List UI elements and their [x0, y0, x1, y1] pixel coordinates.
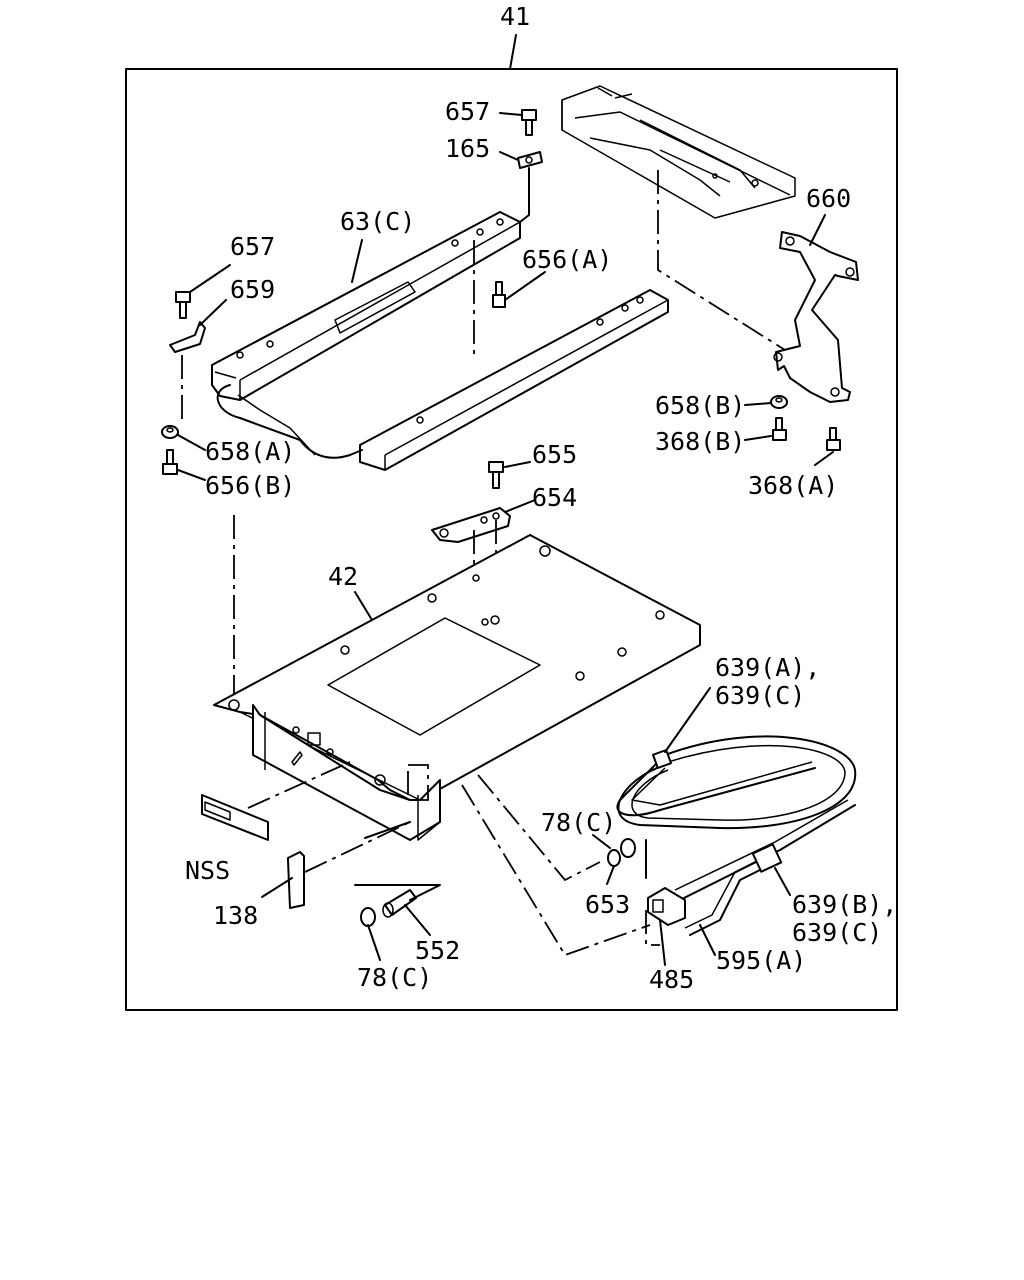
label-639ac-line2: 639(C)	[715, 681, 805, 710]
label-654: 654	[532, 483, 577, 512]
clip-639ac	[652, 749, 672, 769]
frame-leader	[657, 170, 786, 351]
bracket-660	[773, 231, 859, 403]
leader-nss	[247, 761, 351, 809]
connecting-rod	[216, 384, 363, 459]
nut-658a	[161, 425, 179, 439]
label-658a: 658(A)	[205, 437, 295, 466]
diagram-frame	[125, 68, 898, 1011]
bolt-656b	[162, 449, 178, 475]
label-595a: 595(A)	[716, 946, 806, 975]
hose-595a	[616, 735, 857, 936]
assembly-leader	[509, 34, 517, 70]
clip-639bc	[751, 843, 783, 873]
leader-138-b	[364, 821, 411, 839]
label-658b: 658(B)	[655, 391, 745, 420]
clip-659	[169, 321, 206, 353]
plate-165	[517, 151, 543, 169]
bolt-368b	[772, 417, 787, 441]
label-138: 138	[213, 901, 258, 930]
label-653: 653	[585, 890, 630, 919]
label-165: 165	[445, 134, 490, 163]
label-552: 552	[415, 936, 460, 965]
leader-552	[354, 884, 441, 901]
label-42: 42	[328, 562, 358, 591]
label-368a: 368(A)	[748, 471, 838, 500]
oring-653	[607, 849, 621, 867]
label-78c-right: 78(C)	[541, 808, 616, 837]
oring-78c-left	[360, 907, 376, 927]
label-78c-left: 78(C)	[357, 963, 432, 992]
nut-658b	[770, 395, 788, 409]
connecting-rod-inner	[237, 394, 316, 456]
leader-pipe-a	[477, 774, 601, 882]
bolt-657-top	[521, 109, 537, 136]
label-657-left: 657	[230, 232, 275, 261]
bolt-368a	[826, 427, 841, 451]
nss-label-plate	[201, 794, 269, 841]
leader-pipe-b	[461, 784, 651, 957]
leader-138	[304, 821, 411, 873]
label-485: 485	[649, 965, 694, 994]
bolt-655	[488, 461, 504, 489]
bolt-656a	[492, 281, 506, 308]
label-41: 41	[500, 2, 530, 31]
label-leaders	[177, 112, 834, 966]
label-659: 659	[230, 275, 275, 304]
label-655: 655	[532, 440, 577, 469]
plate-654	[431, 507, 511, 543]
label-657-top: 657	[445, 97, 490, 126]
label-nss: NSS	[185, 856, 230, 885]
leader-485-bar	[645, 910, 660, 946]
clip-138	[287, 851, 305, 909]
bolt-657-left	[175, 291, 191, 319]
label-660: 660	[806, 184, 851, 213]
label-639ac-line1: 639(A),	[715, 653, 820, 682]
label-63c: 63(C)	[340, 207, 415, 236]
seat-rail-63c	[211, 211, 521, 401]
label-656a: 656(A)	[522, 245, 612, 274]
seat-frame-outline	[561, 85, 796, 219]
base-plate-42	[213, 534, 701, 841]
oring-78c-right	[620, 838, 636, 858]
label-656b: 656(B)	[205, 471, 295, 500]
label-639bc-line1: 639(B),	[792, 890, 897, 919]
leader-165	[519, 167, 530, 223]
label-368b: 368(B)	[655, 427, 745, 456]
label-639bc-line2: 639(C)	[792, 918, 882, 947]
seat-rail-lower	[359, 289, 669, 471]
coupler-485	[647, 887, 686, 926]
